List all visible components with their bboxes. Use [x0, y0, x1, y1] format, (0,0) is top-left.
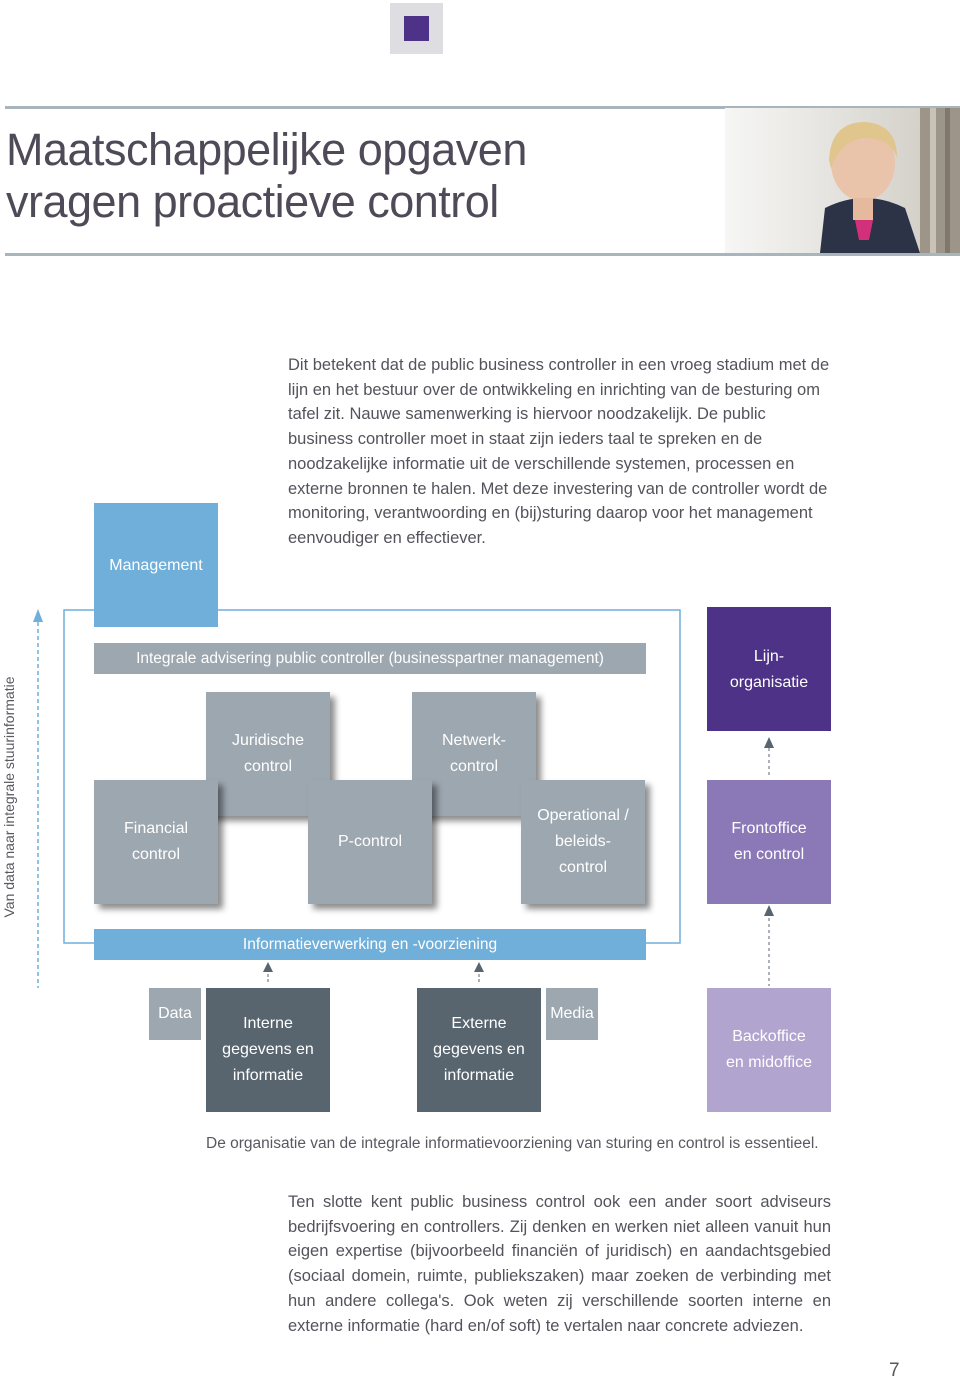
backoffice-line-2: en midoffice [726, 1054, 812, 1071]
data-label: Data [158, 1005, 192, 1022]
page-tab-marker [390, 3, 443, 54]
frontoffice-line-1: Frontoffice [731, 820, 807, 837]
arrow-externe-head [474, 962, 484, 972]
lijn-organisatie-box: Lijn-organisatie [707, 607, 831, 731]
closing-paragraph: Ten slotte kent public business control … [288, 1193, 831, 1335]
externe-line-1: Externe [451, 1015, 507, 1032]
operational-control-box: Operational / beleids-control [521, 780, 645, 904]
left-arrow-head [33, 609, 43, 622]
interne-line-1: Interne [243, 1015, 293, 1032]
p-control-box: P-control [308, 780, 432, 904]
header-rule-top [5, 106, 960, 109]
integrale-advisering-label: Integrale advisering public controller (… [136, 649, 604, 667]
interne-gegevens-box: Interne gegevens en informatie [206, 988, 330, 1112]
p-control-label: P-control [337, 833, 403, 850]
interne-line-2: gegevens en [222, 1041, 314, 1058]
netwerk-line-1: Netwerk- [441, 732, 506, 749]
media-box: Media [546, 988, 598, 1040]
externe-line-3: informatie [443, 1067, 515, 1084]
portrait-photo [725, 108, 960, 253]
juridische-line-2: control [243, 758, 293, 775]
header-rule-bottom [5, 253, 960, 256]
juridische-line-1: Juridische [231, 732, 305, 749]
operational-line-3: control [558, 859, 607, 876]
netwerk-line-2: control [449, 758, 498, 775]
lijn-line-1: Lijn- [753, 648, 785, 665]
frontoffice-box: Frontoffice en control [707, 780, 831, 904]
informatieverwerking-label: Informatieverwerking en -voorziening [242, 935, 498, 953]
management-label: Management [109, 557, 203, 574]
interne-line-3: informatie [232, 1067, 304, 1084]
title-line-2: vragen proactieve control [6, 176, 499, 227]
arrow-front-lijn-head [764, 737, 774, 748]
financial-control-box: Financial control [94, 780, 218, 904]
portrait-icon [820, 108, 960, 253]
backoffice-line-1: Backoffice [732, 1028, 806, 1045]
arrow-interne-head [263, 962, 273, 972]
lijn-line-2: organisatie [729, 674, 809, 691]
financial-line-2: control [131, 846, 181, 863]
externe-line-2: gegevens en [433, 1041, 525, 1058]
operational-line-2: beleids- [554, 833, 611, 850]
page-title: Maatschappelijke opgaven vragen proactie… [6, 124, 527, 228]
page-number: 7 [889, 1360, 900, 1381]
management-box: Management [94, 503, 218, 627]
diagram-caption: De organisatie van de integrale informat… [206, 1135, 819, 1152]
operational-line-1: Operational / [537, 807, 629, 824]
data-box: Data [149, 988, 201, 1040]
intro-paragraph: Dit betekent dat de public business cont… [288, 356, 830, 547]
integrale-advisering-bar: Integrale advisering public controller (… [94, 643, 646, 674]
square-marker-icon [404, 16, 429, 41]
arrow-back-front-head [764, 905, 774, 916]
externe-gegevens-box: Externe gegevens en informatie [417, 988, 541, 1112]
backoffice-box: Backoffice en midoffice [707, 988, 831, 1112]
informatieverwerking-bar: Informatieverwerking en -voorziening [94, 929, 646, 960]
frontoffice-line-2: en control [733, 846, 805, 863]
financial-line-1: Financial [123, 820, 189, 837]
title-line-1: Maatschappelijke opgaven [6, 124, 527, 175]
netwerk-control-box: Netwerk-control [412, 692, 536, 816]
media-label: Media [550, 1005, 594, 1022]
vertical-axis-label: Van data naar integrale stuurinformatie [1, 676, 17, 918]
